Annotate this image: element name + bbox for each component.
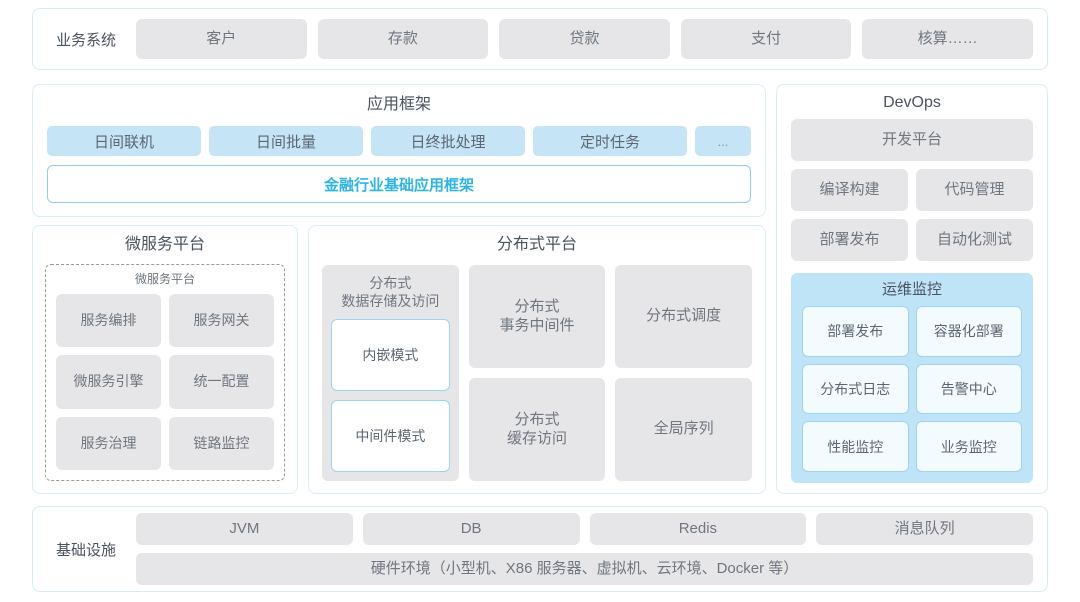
infrastructure-label: 基础设施 xyxy=(55,541,116,559)
business-item-loan[interactable]: 贷款 xyxy=(499,19,670,59)
distributed-data-storage-title-line1: 分布式 xyxy=(369,275,412,291)
distributed-platform-panel: 分布式平台 分布式 数据存储及访问 内嵌模式 中间件模式 xyxy=(308,225,766,494)
infrastructure-item-db[interactable]: DB xyxy=(362,513,580,545)
infrastructure-item-message-queue[interactable]: 消息队列 xyxy=(816,513,1033,545)
infrastructure-hardware-environment[interactable]: 硬件环境（小型机、X86 服务器、虚拟机、云环境、Docker 等） xyxy=(136,553,1033,585)
ops-item-business-monitoring[interactable]: 业务监控 xyxy=(915,421,1022,472)
ops-monitoring-grid: 部署发布 容器化部署 分布式日志 告警中心 性能监控 业务监控 xyxy=(802,306,1022,472)
infrastructure-stack: JVM DB Redis 消息队列 硬件环境（小型机、X86 服务器、虚拟机、云… xyxy=(136,513,1033,585)
distributed-cache-access[interactable]: 分布式 缓存访问 xyxy=(468,378,606,481)
distributed-platform-title: 分布式平台 xyxy=(496,236,577,253)
devops-tools-row-1: 编译构建 代码管理 xyxy=(791,169,1033,211)
microservice-item-orchestration[interactable]: 服务编排 xyxy=(56,294,161,348)
distributed-scheduling[interactable]: 分布式调度 xyxy=(615,265,753,368)
microservice-item-unified-config[interactable]: 统一配置 xyxy=(169,355,274,409)
financial-base-framework-box[interactable]: 金融行业基础应用框架 xyxy=(47,165,751,203)
devops-tool-deploy-release[interactable]: 部署发布 xyxy=(791,219,908,261)
microservice-item-governance[interactable]: 服务治理 xyxy=(56,416,161,470)
business-item-deposit[interactable]: 存款 xyxy=(317,19,489,59)
distributed-data-storage-title-line2: 数据存储及访问 xyxy=(341,292,440,309)
distributed-mode-embedded[interactable]: 内嵌模式 xyxy=(331,319,450,391)
infrastructure-items-row: JVM DB Redis 消息队列 xyxy=(136,513,1033,545)
business-item-customer[interactable]: 客户 xyxy=(136,19,307,59)
distributed-cache-line2: 缓存访问 xyxy=(507,429,568,447)
app-tag-more[interactable]: ... xyxy=(695,126,751,156)
platform-lower-row: 微服务平台 微服务平台 服务编排 服务网关 微服务引擎 统一配置 服务治理 链路… xyxy=(32,225,766,494)
app-tag-eod-batch[interactable]: 日终批处理 xyxy=(371,126,525,156)
devops-panel: DevOps 开发平台 编译构建 代码管理 部署发布 自动化测试 运维监控 部署… xyxy=(776,84,1048,494)
infrastructure-item-redis[interactable]: Redis xyxy=(589,513,807,545)
distributed-cache-line1: 分布式 xyxy=(514,410,560,428)
ops-item-container-deploy[interactable]: 容器化部署 xyxy=(915,306,1022,357)
platform-left-column: 应用框架 日间联机 日间批量 日终批处理 定时任务 ... 金融行业基础应用框架… xyxy=(32,84,766,494)
business-item-payment[interactable]: 支付 xyxy=(680,19,852,59)
infrastructure-row: 基础设施 JVM DB Redis 消息队列 硬件环境（小型机、X86 服务器、… xyxy=(32,506,1048,592)
application-framework-tags: 日间联机 日间批量 日终批处理 定时任务 ... xyxy=(47,126,751,156)
microservice-platform-panel: 微服务平台 微服务平台 服务编排 服务网关 微服务引擎 统一配置 服务治理 链路… xyxy=(32,225,298,494)
ops-item-distributed-log[interactable]: 分布式日志 xyxy=(802,363,909,415)
application-framework-panel: 应用框架 日间联机 日间批量 日终批处理 定时任务 ... 金融行业基础应用框架 xyxy=(32,84,766,217)
devops-title: DevOps xyxy=(883,94,941,111)
distributed-items-grid: 分布式 数据存储及访问 内嵌模式 中间件模式 分布式 xyxy=(322,265,753,481)
devops-tools-row-2: 部署发布 自动化测试 xyxy=(791,219,1033,261)
devops-tool-code-management[interactable]: 代码管理 xyxy=(916,169,1033,211)
application-framework-title: 应用框架 xyxy=(366,96,431,113)
distributed-data-storage-card[interactable]: 分布式 数据存储及访问 内嵌模式 中间件模式 xyxy=(322,265,459,481)
app-tag-daytime-online[interactable]: 日间联机 xyxy=(47,126,201,156)
distributed-transaction-line1: 分布式 xyxy=(514,297,560,315)
microservice-items-grid: 服务编排 服务网关 微服务引擎 统一配置 服务治理 链路监控 xyxy=(56,294,274,470)
business-systems-label: 业务系统 xyxy=(55,31,116,49)
microservice-inner-title: 微服务平台 xyxy=(134,272,195,286)
microservice-platform-title: 微服务平台 xyxy=(124,236,205,253)
microservice-item-trace-monitoring[interactable]: 链路监控 xyxy=(169,416,274,470)
global-sequence[interactable]: 全局序列 xyxy=(615,378,753,481)
distributed-column-1: 分布式 数据存储及访问 内嵌模式 中间件模式 xyxy=(322,265,459,481)
devops-tool-automated-test[interactable]: 自动化测试 xyxy=(916,219,1033,261)
devops-development-platform[interactable]: 开发平台 xyxy=(791,119,1033,161)
infrastructure-item-jvm[interactable]: JVM xyxy=(136,513,353,545)
distributed-mode-middleware[interactable]: 中间件模式 xyxy=(331,400,450,472)
ops-monitoring-panel: 运维监控 部署发布 容器化部署 分布式日志 告警中心 性能监控 业务监控 xyxy=(791,273,1033,483)
ops-item-performance-monitoring[interactable]: 性能监控 xyxy=(802,421,909,472)
distributed-data-storage-title: 分布式 数据存储及访问 xyxy=(331,275,450,310)
ops-monitoring-title: 运维监控 xyxy=(881,281,942,298)
app-tag-daytime-batch[interactable]: 日间批量 xyxy=(209,126,363,156)
microservice-item-gateway[interactable]: 服务网关 xyxy=(169,294,274,348)
microservice-item-engine[interactable]: 微服务引擎 xyxy=(56,355,161,409)
business-item-accounting[interactable]: 核算…… xyxy=(862,19,1033,59)
business-systems-row: 业务系统 客户 存款 贷款 支付 核算…… xyxy=(32,8,1048,70)
distributed-column-3: 分布式调度 全局序列 xyxy=(615,265,753,481)
distributed-transaction-middleware[interactable]: 分布式 事务中间件 xyxy=(468,265,606,368)
app-tag-scheduled-task[interactable]: 定时任务 xyxy=(533,126,687,156)
devops-tool-compile-build[interactable]: 编译构建 xyxy=(791,169,908,211)
devops-top-group: DevOps 开发平台 编译构建 代码管理 部署发布 自动化测试 xyxy=(791,95,1033,261)
ops-item-deploy-release[interactable]: 部署发布 xyxy=(802,306,909,357)
platform-area: 应用框架 日间联机 日间批量 日终批处理 定时任务 ... 金融行业基础应用框架… xyxy=(32,84,1048,494)
ops-item-alert-center[interactable]: 告警中心 xyxy=(915,363,1022,415)
microservice-inner-dashed-box: 微服务平台 服务编排 服务网关 微服务引擎 统一配置 服务治理 链路监控 xyxy=(45,264,285,481)
distributed-transaction-line2: 事务中间件 xyxy=(499,316,575,334)
distributed-column-2: 分布式 事务中间件 分布式 缓存访问 xyxy=(468,265,606,481)
